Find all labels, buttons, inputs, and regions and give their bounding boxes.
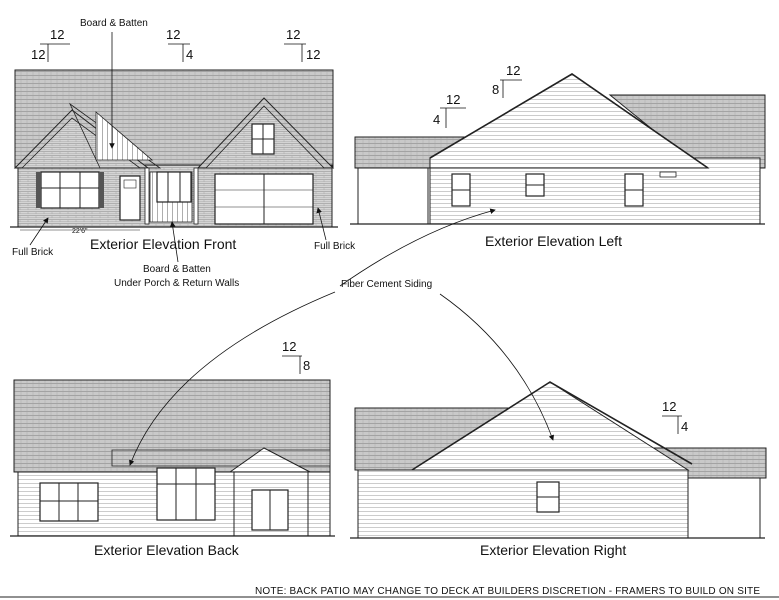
board-batten-porch-callout-line2: Under Porch & Return Walls	[114, 278, 240, 289]
pitch-left-1-run: 4	[433, 112, 441, 127]
builder-note: NOTE: BACK PATIO MAY CHANGE TO DECK AT B…	[255, 586, 761, 597]
front-elevation	[10, 69, 338, 231]
back-elevation	[10, 379, 335, 537]
full-brick-left-callout: Full Brick	[12, 247, 54, 258]
pitch-front-1-rise: 12	[50, 27, 65, 42]
pitch-right-1-rise: 12	[662, 399, 677, 414]
fiber-cement-callout: Fiber Cement Siding	[341, 279, 433, 290]
back-elevation-title: Exterior Elevation Back	[94, 542, 239, 558]
pitch-front-3-run: 12	[306, 47, 321, 62]
board-batten-callout: Board & Batten	[80, 18, 148, 29]
pitch-front-3-rise: 12	[286, 27, 301, 42]
left-elevation	[350, 73, 766, 225]
pitch-left-2-run: 8	[492, 82, 500, 97]
leader-lines	[29, 32, 554, 466]
pitch-left-1-rise: 12	[446, 92, 461, 107]
pitch-right-1-run: 4	[681, 419, 689, 434]
pitch-front-2-run: 4	[186, 47, 194, 62]
front-dimension: 22'6"	[72, 228, 88, 235]
front-elevation-title: Exterior Elevation Front	[90, 236, 237, 252]
board-batten-porch-callout-line1: Board & Batten	[143, 264, 211, 275]
pitch-front-2-rise: 12	[166, 27, 181, 42]
full-brick-right-callout: Full Brick	[314, 241, 356, 252]
left-elevation-title: Exterior Elevation Left	[485, 233, 622, 249]
pitch-left-2-rise: 12	[506, 63, 521, 78]
right-elevation-title: Exterior Elevation Right	[480, 542, 627, 558]
pitch-lines	[40, 43, 682, 434]
right-elevation	[350, 381, 767, 539]
pitch-back-1-rise: 12	[282, 339, 297, 354]
pitch-back-1-run: 8	[303, 358, 311, 373]
pitch-front-1-run: 12	[31, 47, 46, 62]
